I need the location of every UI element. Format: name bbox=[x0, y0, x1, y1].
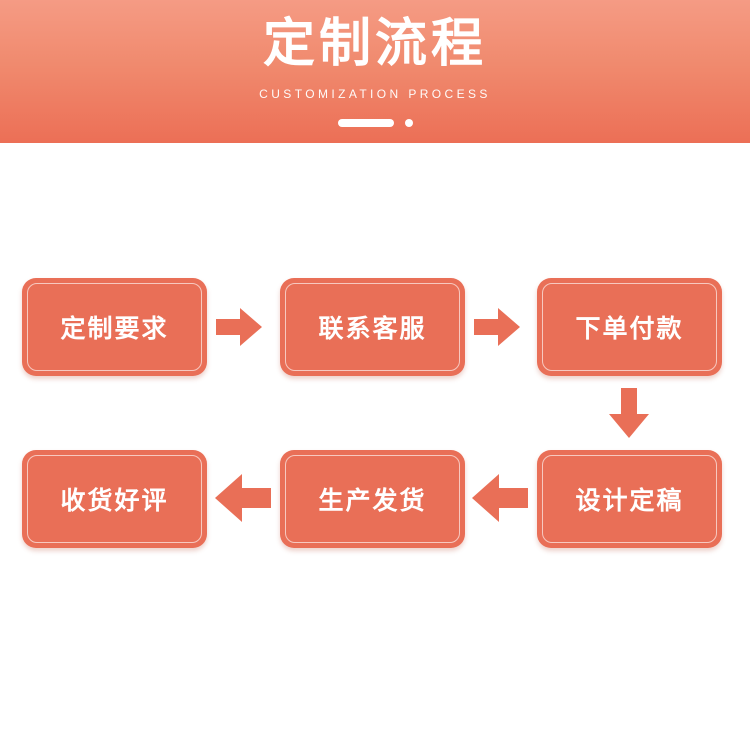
arrow-shaft bbox=[216, 319, 242, 335]
flow-step-3-label: 下单付款 bbox=[575, 315, 684, 343]
flow-step-1[interactable]: 定制要求 bbox=[22, 278, 207, 376]
flow-step-5[interactable]: 生产发货 bbox=[280, 450, 465, 548]
decoration-bar-icon bbox=[337, 119, 394, 127]
flow-step-1-label: 定制要求 bbox=[60, 315, 169, 343]
page-title: 定制流程 bbox=[262, 15, 487, 73]
arrow-shaft bbox=[474, 319, 500, 335]
arrow-right-icon-1 bbox=[216, 308, 262, 346]
flow-step-4[interactable]: 设计定稿 bbox=[537, 450, 722, 548]
arrow-head bbox=[215, 474, 242, 522]
flow-step-4-label: 设计定稿 bbox=[575, 487, 684, 515]
arrow-left-icon-1 bbox=[472, 474, 528, 522]
arrow-right-icon-2 bbox=[474, 308, 520, 346]
flow-step-2-label: 联系客服 bbox=[318, 315, 427, 343]
arrow-head bbox=[472, 474, 499, 522]
arrow-down-icon bbox=[609, 388, 649, 438]
flow-step-3[interactable]: 下单付款 bbox=[537, 278, 722, 376]
flow-step-2[interactable]: 联系客服 bbox=[280, 278, 465, 376]
decoration-dot-icon bbox=[404, 119, 413, 127]
page-header-banner: 定制流程 CUSTOMIZATION PROCESS bbox=[0, 0, 750, 143]
page-subtitle: CUSTOMIZATION PROCESS bbox=[259, 87, 491, 101]
banner-decoration bbox=[0, 119, 750, 127]
arrow-head bbox=[240, 308, 262, 346]
flow-step-6[interactable]: 收货好评 bbox=[22, 450, 207, 548]
arrow-head bbox=[498, 308, 520, 346]
flow-step-6-label: 收货好评 bbox=[60, 487, 169, 515]
arrow-left-icon-2 bbox=[215, 474, 271, 522]
flow-step-5-label: 生产发货 bbox=[318, 487, 427, 515]
arrow-shaft bbox=[497, 488, 528, 508]
arrow-head bbox=[609, 414, 649, 438]
process-flow-diagram: 定制要求 联系客服 下单付款 设计定稿 生产发货 收货好评 bbox=[0, 143, 750, 750]
arrow-shaft bbox=[240, 488, 271, 508]
arrow-shaft bbox=[621, 388, 637, 416]
